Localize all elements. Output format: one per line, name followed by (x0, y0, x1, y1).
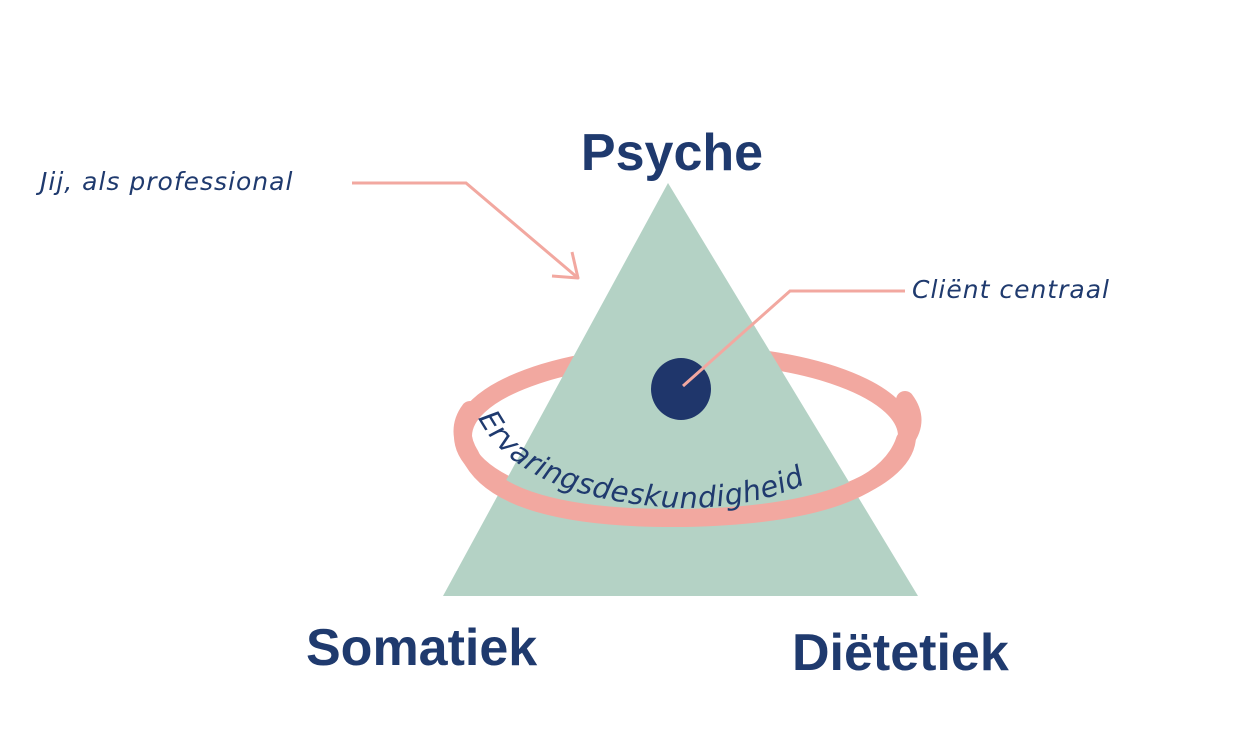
annotation-professional: Jij, als professional (35, 167, 293, 196)
experience-ring-front (461, 431, 914, 528)
arrow-head-icon (551, 251, 580, 280)
annotation-client: Cliënt centraal (912, 275, 1110, 304)
label-psyche: Psyche (581, 124, 763, 182)
client-leader-line (682, 289, 905, 388)
label-somatiek: Somatiek (306, 619, 537, 677)
experience-ring-left (453, 401, 479, 464)
professional-arrow (352, 181, 579, 280)
label-dietetiek: Diëtetiek (792, 624, 1009, 682)
experience-ring-right (896, 391, 922, 449)
